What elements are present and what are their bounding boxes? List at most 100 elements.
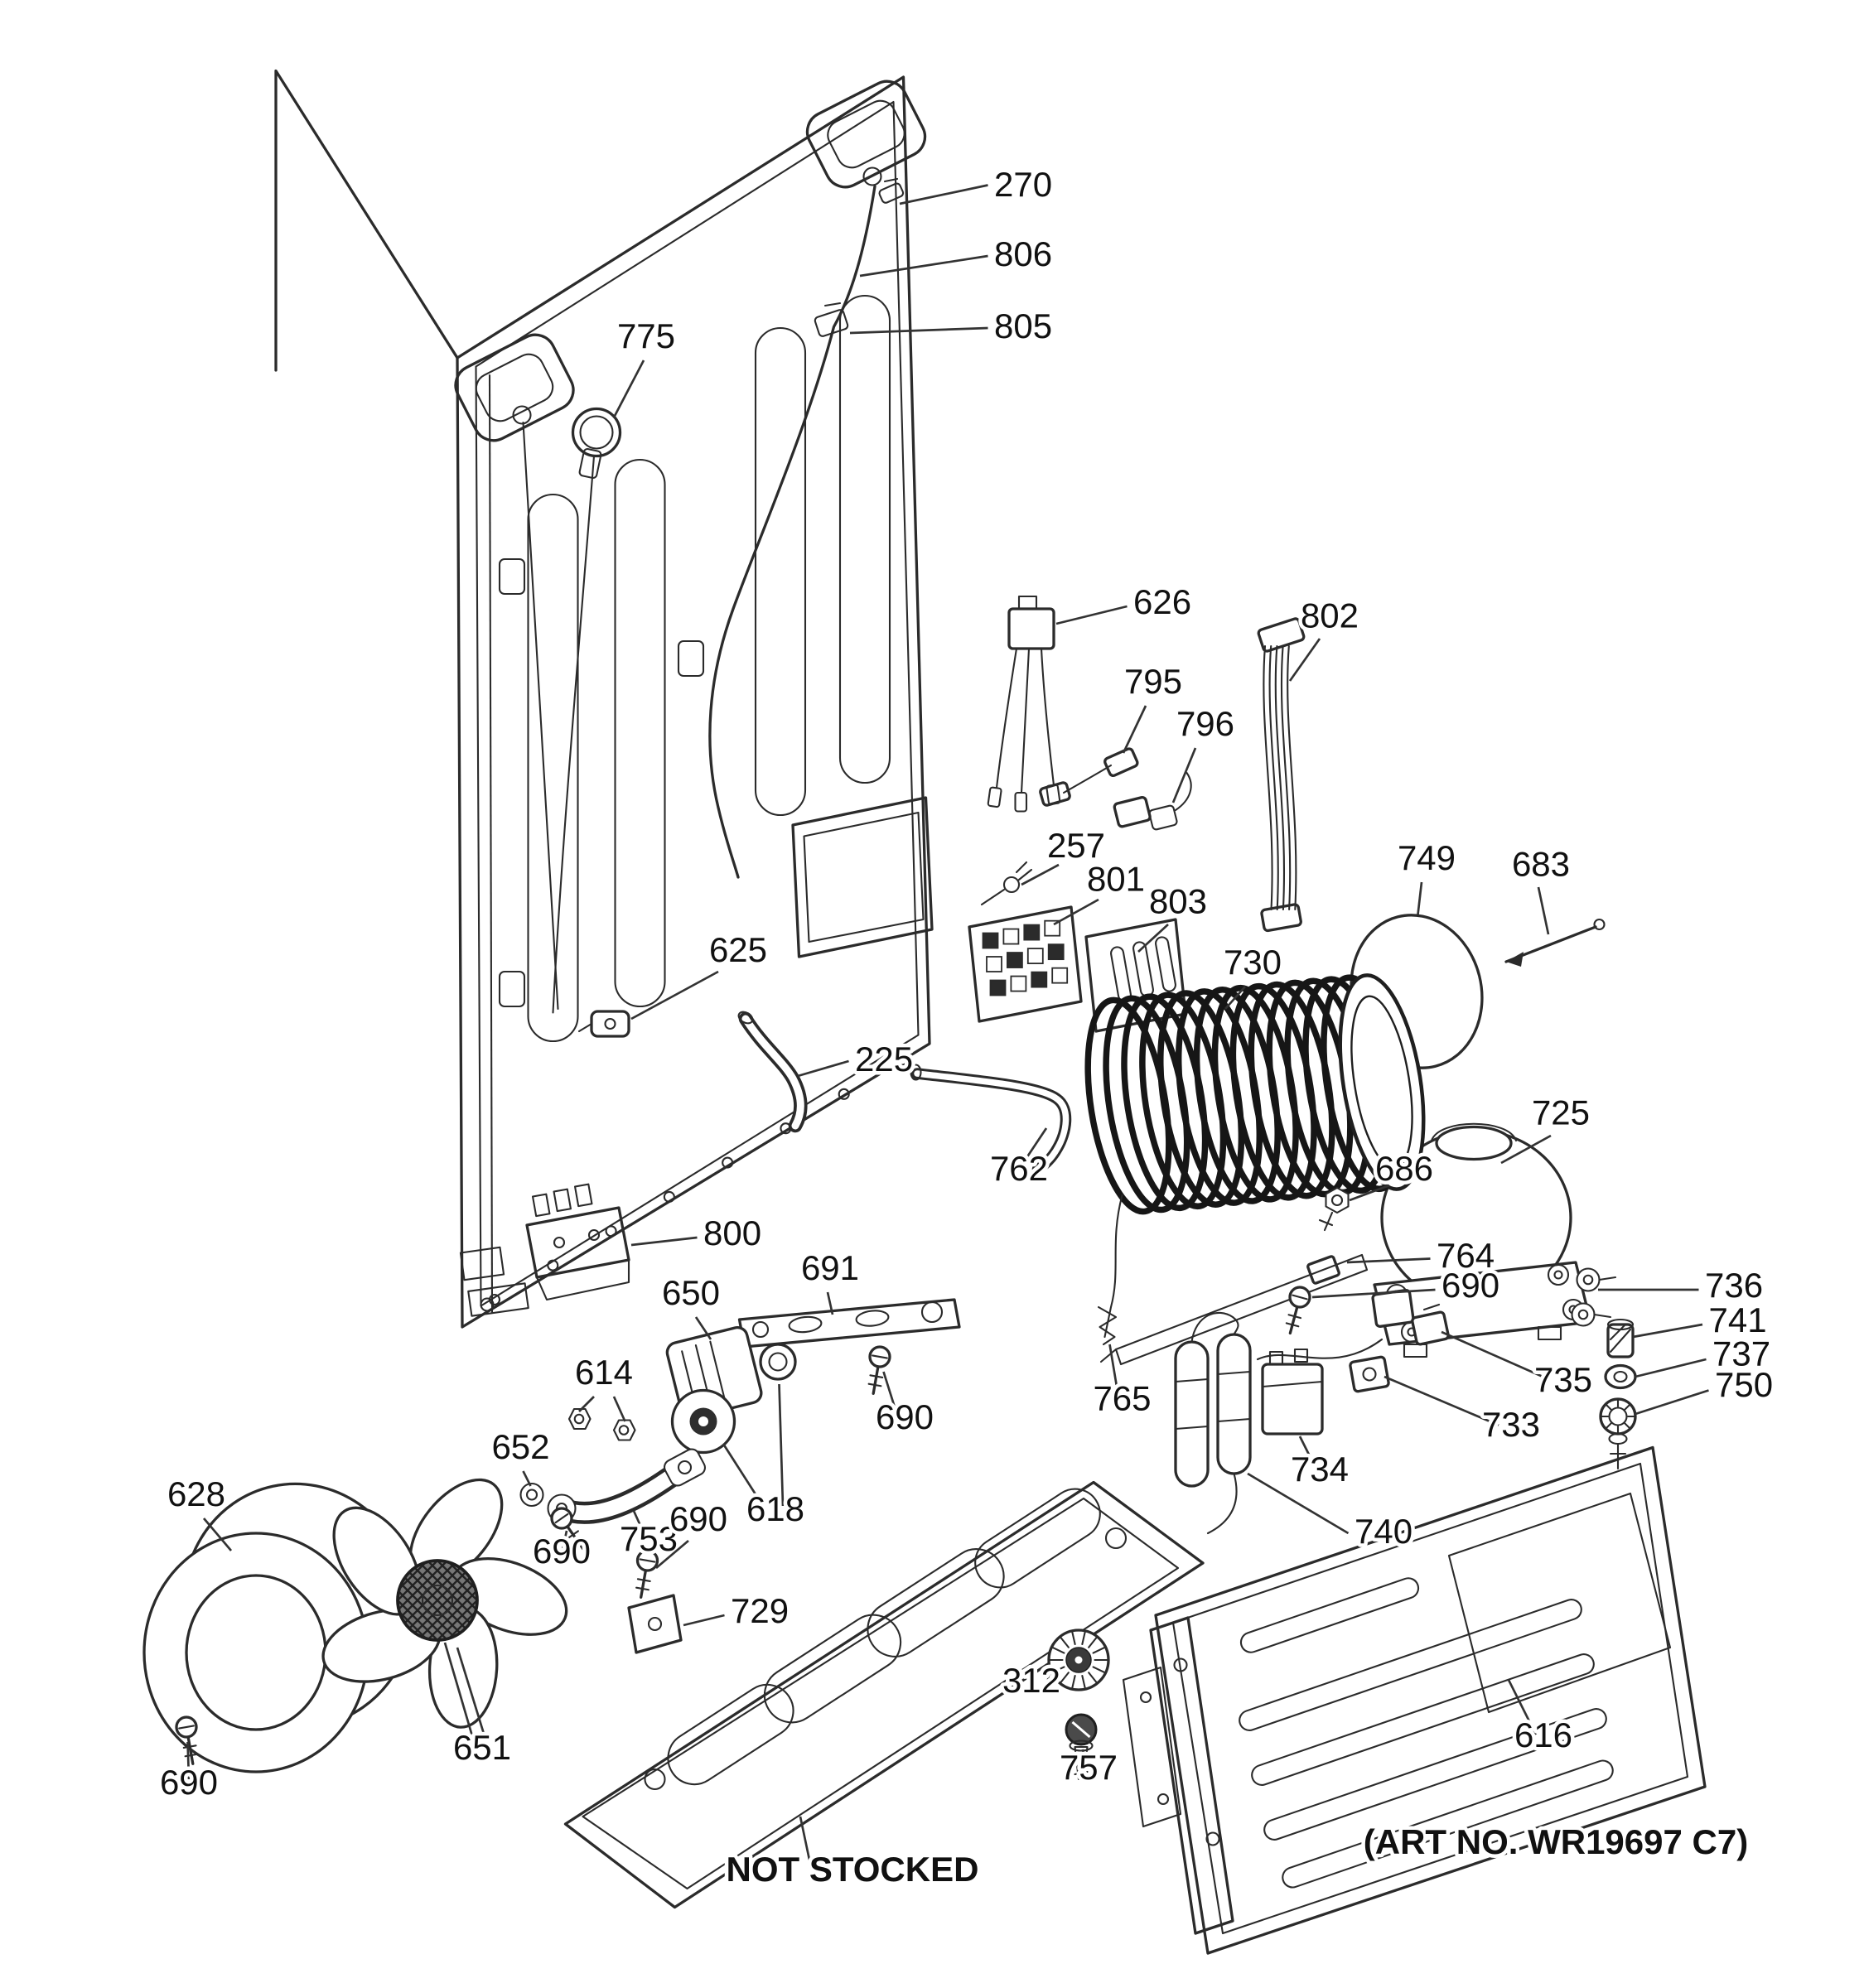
- motor-grommet-618: [759, 1343, 797, 1381]
- part-label-737: 737: [1712, 1334, 1770, 1373]
- pan-slot: [667, 1683, 794, 1786]
- leader-line: [202, 1518, 233, 1551]
- panel-channel: [527, 493, 579, 1043]
- panel-hole: [838, 1088, 850, 1100]
- compressor-foot: [1537, 1325, 1562, 1341]
- bolt-686: [1318, 1186, 1350, 1232]
- switch-626: [987, 595, 1061, 813]
- starwheel-750: [1599, 1397, 1637, 1470]
- grille-mount-bracket: [1122, 1666, 1182, 1828]
- service-loop-775: [522, 407, 622, 1014]
- terminal-pin: [531, 1193, 551, 1218]
- part-label-691: 691: [801, 1248, 859, 1287]
- board-components: [982, 919, 1069, 996]
- panel-hole: [722, 1156, 734, 1169]
- leader-line: [826, 1291, 834, 1315]
- leader-line: [1137, 924, 1169, 953]
- leader-line: [1349, 1184, 1390, 1202]
- clip-625: [577, 1010, 630, 1038]
- part-label-741: 741: [1709, 1300, 1767, 1339]
- board-component: [1031, 971, 1048, 988]
- panel-tube: [522, 421, 559, 1011]
- board-component: [1051, 967, 1069, 984]
- grille-slot: [1263, 1708, 1607, 1841]
- part-label-753: 753: [620, 1519, 678, 1558]
- clamp-270: [878, 177, 905, 204]
- screw-690: [1285, 1286, 1311, 1335]
- leader-line: [859, 254, 988, 277]
- leader-line: [722, 1443, 765, 1507]
- screw-690: [867, 1345, 891, 1395]
- leader-line: [797, 1059, 849, 1078]
- clip-764: [1306, 1255, 1340, 1285]
- clamp-805: [814, 309, 849, 337]
- leader-line: [522, 1470, 532, 1487]
- part-label-734: 734: [1291, 1450, 1349, 1489]
- water-tube-806: [708, 185, 876, 879]
- roller-312: [1047, 1629, 1110, 1691]
- starwheel-tick: [1605, 1422, 1612, 1430]
- panel-channel: [838, 294, 891, 784]
- board-component: [1010, 975, 1027, 992]
- part-label-764: 764: [1437, 1236, 1495, 1275]
- leader-line: [778, 1383, 785, 1507]
- leader-line: [1053, 898, 1099, 926]
- leader-line: [1055, 605, 1128, 625]
- board-component: [989, 979, 1007, 996]
- part-label-801: 801: [1087, 860, 1145, 899]
- leader-line: [632, 1510, 646, 1537]
- part-label-736: 736: [1705, 1266, 1763, 1305]
- harness-strand: [1274, 644, 1286, 911]
- leader-line: [612, 1396, 626, 1422]
- part-label-690: 690: [160, 1763, 218, 1802]
- roller-rib: [1092, 1646, 1106, 1654]
- leader-line: [1108, 1344, 1120, 1397]
- switch-wire: [1020, 647, 1031, 794]
- wire-765: [1097, 1194, 1123, 1346]
- part-label-735: 735: [1534, 1360, 1592, 1399]
- water-tube: [708, 185, 876, 879]
- part-label-690: 690: [876, 1397, 934, 1436]
- part-label-616: 616: [1514, 1715, 1572, 1754]
- leader-line: [1507, 1679, 1538, 1735]
- panel-hole: [896, 1054, 909, 1066]
- nut-614: [612, 1419, 636, 1441]
- grille-mesh: [1447, 1492, 1672, 1714]
- panel-hole: [605, 1225, 617, 1238]
- panel-cutout-inner: [803, 811, 925, 943]
- relay-735: [1411, 1303, 1450, 1346]
- nut-614: [567, 1407, 592, 1431]
- part-label-740: 740: [1355, 1512, 1412, 1551]
- part-label-225: 225: [855, 1040, 913, 1078]
- washer-652: [519, 1482, 544, 1508]
- pan-slot: [763, 1614, 902, 1724]
- screw-690: [550, 1507, 585, 1551]
- leader-line: [899, 184, 988, 205]
- base-pan: [563, 1480, 1205, 1909]
- leader-line: [456, 1647, 489, 1745]
- roller-rib: [1071, 1674, 1076, 1689]
- part-label-270: 270: [994, 165, 1052, 204]
- leader-line: [630, 1236, 698, 1247]
- part-label-614: 614: [575, 1353, 633, 1392]
- switch-wire: [1040, 647, 1055, 787]
- compressor-foot: [1403, 1343, 1428, 1358]
- part-label-652: 652: [491, 1427, 549, 1466]
- leader-line: [882, 1371, 899, 1416]
- part-label-618: 618: [746, 1489, 804, 1528]
- part-label-749: 749: [1398, 838, 1456, 877]
- part-label-690: 690: [669, 1499, 727, 1538]
- panel-cutout: [791, 796, 934, 958]
- hinge-cover-top: [805, 80, 927, 189]
- part-label-796: 796: [1176, 704, 1234, 743]
- roller-rib: [1051, 1646, 1065, 1654]
- compressor-terminal-box: [1371, 1288, 1415, 1329]
- leader-line: [1635, 1358, 1707, 1378]
- part-label-683: 683: [1512, 845, 1570, 884]
- screws-690: [175, 1286, 1311, 1765]
- panel-clip: [677, 639, 705, 678]
- part-label-312: 312: [1002, 1661, 1060, 1700]
- leader-line: [1500, 1134, 1552, 1165]
- panel-clip: [498, 557, 526, 596]
